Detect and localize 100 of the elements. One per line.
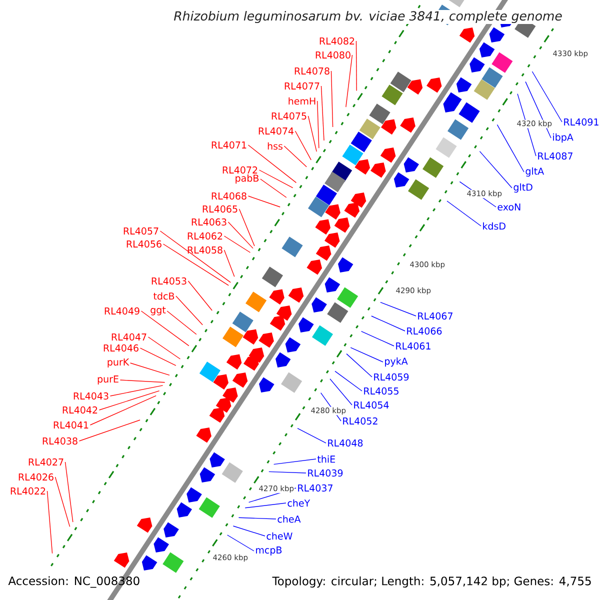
leader-line xyxy=(78,420,140,442)
gene-label: RL4058 xyxy=(188,246,222,254)
leader-line xyxy=(294,130,312,160)
leader-line xyxy=(308,116,317,152)
gene-label: RL4052 xyxy=(343,417,378,425)
leader-line xyxy=(346,54,353,108)
gene-label: hss xyxy=(268,142,282,150)
gene-label: RL4072 xyxy=(222,166,258,174)
leader-line xyxy=(148,336,181,360)
gene-label: purE xyxy=(98,376,118,384)
gene-label: kdsD xyxy=(483,222,506,230)
leader-line xyxy=(90,395,156,426)
gene-label: RL4055 xyxy=(364,387,398,395)
gene-label: RL4075 xyxy=(272,112,306,120)
gene-label: RL4022 xyxy=(10,487,46,495)
leader-line xyxy=(248,196,280,208)
leader-line xyxy=(248,144,297,184)
leader-line xyxy=(356,40,357,92)
leader-line xyxy=(479,150,512,188)
gene-label: RL4054 xyxy=(354,401,389,409)
gene-label: RL4065 xyxy=(202,205,238,213)
gene-label: RL4067 xyxy=(418,312,452,320)
gene-label: RL4063 xyxy=(192,218,226,226)
gene-label: RL4027 xyxy=(28,458,64,466)
leader-line xyxy=(224,250,235,277)
leader-line xyxy=(330,378,352,406)
gene-label: ibpA xyxy=(553,133,574,143)
leader-line xyxy=(525,81,552,138)
gene-label: pykA xyxy=(385,357,408,367)
gene-label: RL4043 xyxy=(74,392,108,400)
leader-line xyxy=(284,146,307,168)
leader-line xyxy=(258,170,294,188)
leader-line xyxy=(334,370,362,392)
gene-label: gltD xyxy=(514,183,532,193)
leader-line xyxy=(98,390,160,410)
leader-line xyxy=(330,70,334,128)
gene-label: ggt xyxy=(150,306,166,316)
leader-line xyxy=(54,476,70,528)
leader-line xyxy=(446,200,482,226)
leader-line xyxy=(320,86,324,141)
gene-label: RL4077 xyxy=(284,82,320,90)
leader-line xyxy=(120,380,166,383)
gene-label: RL4061 xyxy=(396,342,430,350)
gene-label: RL4078 xyxy=(294,67,330,75)
leader-line xyxy=(46,490,53,554)
gene-label: RL4038 xyxy=(42,437,78,445)
gene-label: RL4047 xyxy=(112,333,146,341)
leader-line xyxy=(517,93,536,156)
gene-label: thiE xyxy=(317,455,335,463)
leader-line xyxy=(371,316,406,332)
leader-line xyxy=(346,353,372,378)
leader-line xyxy=(496,124,524,172)
gene-label: RL4037 xyxy=(298,484,332,492)
leader-line xyxy=(140,348,176,366)
gene-label: mcpB xyxy=(256,546,282,556)
gene-label: hemH xyxy=(288,97,316,105)
leader-line xyxy=(244,502,286,508)
gene-label: RL4066 xyxy=(407,327,442,335)
gene-label: purK xyxy=(108,358,130,368)
leader-line xyxy=(64,462,74,522)
leader-line xyxy=(224,236,251,253)
gene-label: RL4049 xyxy=(104,307,140,315)
gene-label: RL4042 xyxy=(62,406,98,414)
gene-label: RL4074 xyxy=(258,127,294,135)
genome-stats-text: Topology: circular; Length: 5,057,142 bp; Genes: 4,755 xyxy=(272,576,591,588)
gene-label: exoN xyxy=(498,203,520,211)
leader-line xyxy=(273,458,316,465)
gene-label: cheY xyxy=(288,499,310,507)
gene-label: RL4080 xyxy=(316,51,350,59)
leader-line xyxy=(160,230,231,283)
leader-line xyxy=(166,310,197,335)
gene-label: RL4062 xyxy=(188,232,222,240)
leader-line xyxy=(238,208,255,246)
leader-line xyxy=(297,428,326,444)
gene-label: RL4039 xyxy=(308,469,343,477)
title: Rhizobium leguminosarum bv. viciae 3841, complete genome xyxy=(172,10,564,24)
leader-line xyxy=(268,471,306,474)
leader-line xyxy=(232,526,266,536)
gene-label: RL4059 xyxy=(374,373,409,381)
gene-label: RL4026 xyxy=(18,473,54,481)
gene-label: RL4053 xyxy=(152,277,186,285)
leader-line xyxy=(110,385,164,396)
gene-label: RL4041 xyxy=(54,421,88,429)
leader-line xyxy=(228,222,254,249)
gene-label: gltA xyxy=(526,167,544,177)
gene-label: RL4071 xyxy=(212,141,246,149)
gene-label: RL4057 xyxy=(124,227,158,235)
leader-line xyxy=(162,244,229,286)
gene-label: pabB xyxy=(236,174,259,184)
leader-line xyxy=(350,347,384,362)
accession-text: Accession: NC_008380 xyxy=(8,576,140,588)
gene-label: RL4048 xyxy=(328,439,363,447)
gene-label: RL4091 xyxy=(564,118,598,126)
leader-line xyxy=(140,310,190,346)
gene-label: RL4082 xyxy=(320,37,354,45)
leader-line xyxy=(260,178,287,198)
gene-label: cheW xyxy=(266,532,292,540)
leader-line xyxy=(360,330,394,346)
gene-label: cheA xyxy=(278,515,301,523)
leader-line xyxy=(380,302,416,316)
